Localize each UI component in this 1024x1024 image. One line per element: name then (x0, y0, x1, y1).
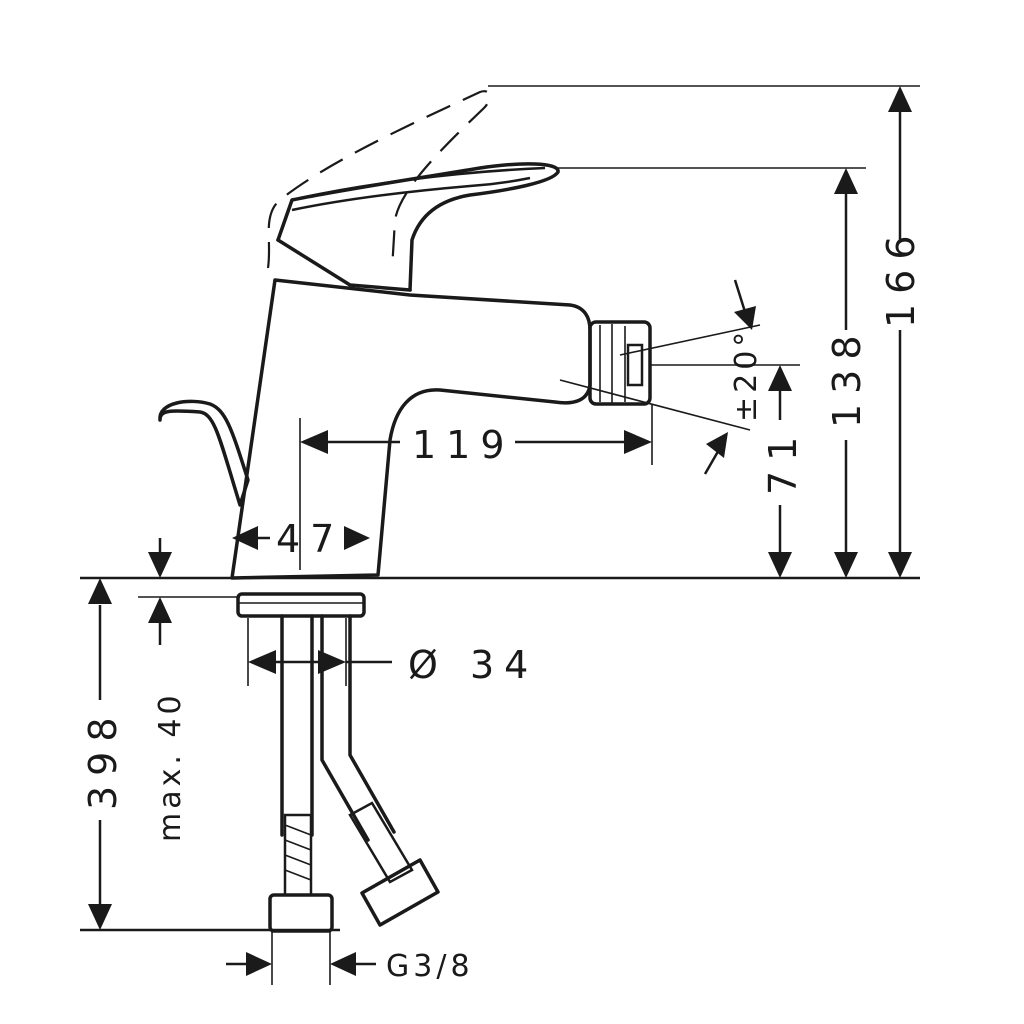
faucet-outline (158, 90, 652, 933)
drain-rod (158, 399, 250, 507)
label-spout-height: 138 (825, 325, 869, 428)
label-overall-height: 166 (879, 225, 923, 328)
lever-front-face (276, 238, 412, 292)
base-gasket (236, 592, 366, 618)
aerator (588, 320, 652, 406)
lever-top-edge (299, 166, 546, 200)
dimension-labels: 166 138 71 ±20° 119 47 Ø 34 398 max. 40 … (81, 225, 923, 984)
hose-left (280, 614, 314, 837)
lever-inner-edge (291, 176, 531, 212)
hose-right (320, 614, 396, 842)
label-max-deck-thickness: max. 40 (153, 691, 188, 842)
hose-left-nut (268, 893, 334, 933)
label-base-width: 47 (276, 517, 344, 561)
label-connection-thread: G3/8 (386, 949, 474, 984)
label-hole-diameter: Ø 34 (408, 643, 538, 687)
hose-right-nut (360, 858, 440, 927)
lever-open-position (266, 90, 491, 271)
label-swivel-angle: ±20° (729, 328, 764, 422)
faucet-body (230, 278, 592, 580)
label-outlet-height: 71 (761, 427, 805, 495)
label-hose-length: 398 (81, 707, 125, 810)
label-spout-reach: 119 (412, 423, 515, 467)
dimension-lines (80, 85, 920, 985)
hose-right-ferrule (348, 801, 414, 884)
lever-closed (276, 162, 560, 292)
